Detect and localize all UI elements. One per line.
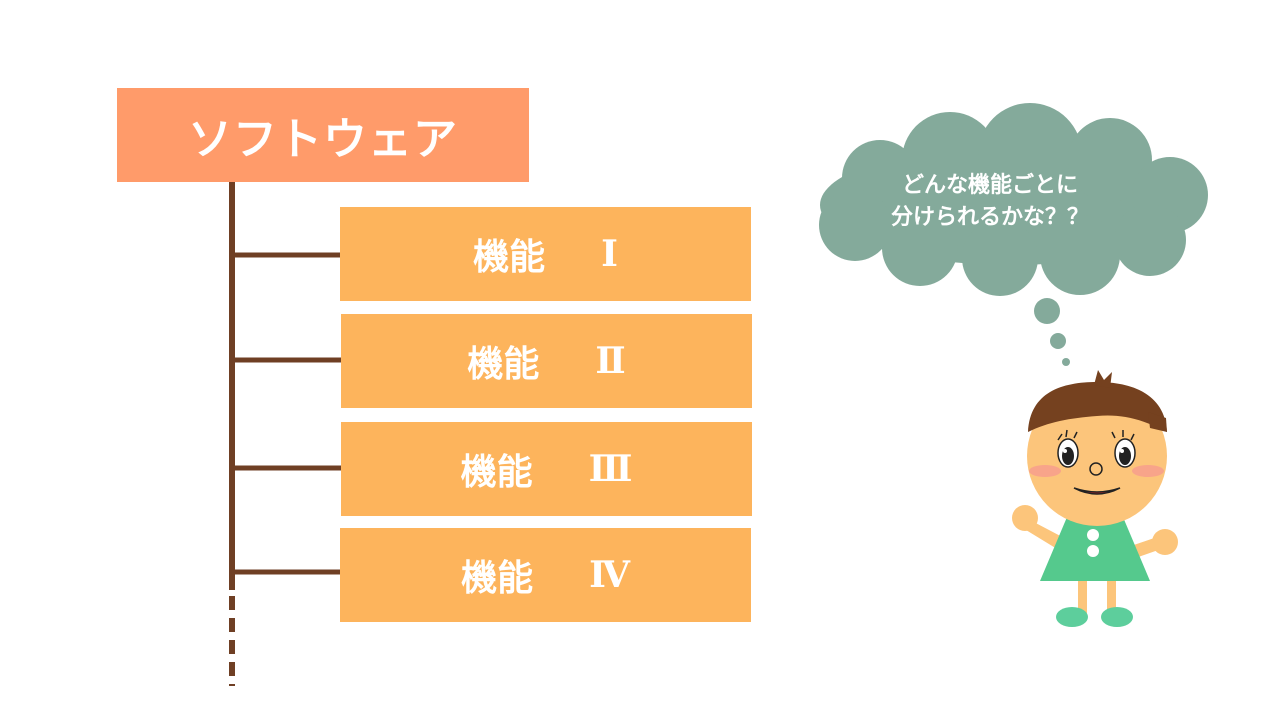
bubble-line-1: どんな機能ごとに	[901, 173, 1078, 198]
hair	[1028, 382, 1167, 432]
left-shoe	[1056, 607, 1088, 627]
eyes	[1057, 429, 1136, 468]
feature-box-3: 機能 Ⅲ	[341, 422, 752, 516]
feature-label: 機能	[467, 344, 540, 385]
root-software-box: ソフトウェア	[117, 88, 529, 182]
feature-label: 機能	[461, 558, 534, 599]
feature-numeral: Ⅰ	[601, 233, 618, 275]
thought-bubble-text: どんな機能ごとに 分けられるかな？？	[840, 170, 1140, 234]
feature-numeral: Ⅲ	[588, 448, 633, 490]
bubble-line-2: 分けられるかな？？	[890, 205, 1089, 230]
dress-button-1	[1087, 529, 1099, 541]
right-cheek	[1132, 465, 1164, 477]
right-shoe	[1101, 607, 1133, 627]
thought-cloud	[819, 103, 1208, 366]
left-cheek	[1029, 465, 1061, 477]
feature-box-1: 機能 Ⅰ	[340, 207, 751, 301]
feature-box-4: 機能 Ⅳ	[340, 528, 751, 622]
feature-box-2: 機能 Ⅱ	[341, 314, 752, 408]
root-label: ソフトウェア	[188, 114, 458, 165]
feature-label: 機能	[460, 452, 533, 493]
hair-tuft	[1094, 370, 1112, 388]
feature-numeral: Ⅱ	[595, 340, 626, 382]
hair-side	[1148, 412, 1167, 432]
legs	[1056, 575, 1133, 627]
nose	[1089, 462, 1103, 476]
face	[1027, 386, 1167, 526]
feature-numeral: Ⅳ	[589, 554, 630, 596]
feature-label: 機能	[473, 237, 546, 278]
dress-button-2	[1087, 545, 1099, 557]
mouth	[1073, 487, 1121, 495]
